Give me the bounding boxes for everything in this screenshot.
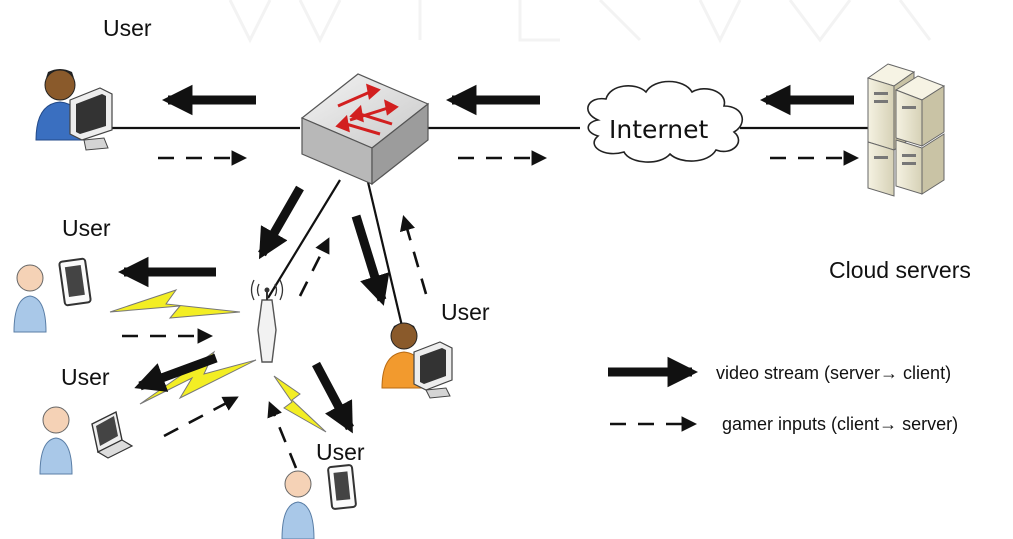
server-icon — [866, 63, 946, 197]
user-label-lower-left: User — [61, 364, 110, 390]
access-point-icon — [250, 279, 284, 363]
network-links — [108, 126, 870, 327]
computer-icon — [413, 341, 453, 399]
input-arrow-5 — [399, 215, 428, 295]
person-icon — [281, 470, 315, 539]
user-label-top-left: User — [103, 15, 152, 41]
tablet-icon — [58, 257, 92, 307]
internet-label: Internet — [609, 115, 708, 144]
watermark — [228, 0, 932, 44]
legend-video-stream-label: video stream (server→ client) — [716, 363, 951, 383]
input-arrow-4 — [298, 237, 330, 297]
video-stream-arrows — [117, 84, 854, 434]
cloud-icon — [587, 80, 744, 163]
legend-gamer-inputs-label: gamer inputs (client→ server) — [722, 414, 958, 434]
video-arrow-7 — [312, 361, 354, 434]
switch-icon — [300, 73, 430, 186]
user-label-center: User — [441, 299, 490, 325]
laptop-icon — [91, 410, 134, 459]
lightning-icon — [109, 289, 327, 433]
tablet-icon — [327, 464, 357, 510]
video-arrow-4 — [258, 185, 304, 260]
cloud-servers-label: Cloud servers — [829, 257, 971, 283]
link-switch-accesspoint — [267, 179, 341, 299]
user-label-bottom: User — [316, 439, 365, 465]
user-label-mid-left: User — [62, 215, 111, 241]
person-icon — [13, 264, 47, 333]
video-arrow-8 — [351, 214, 390, 306]
video-arrow-6 — [134, 353, 218, 392]
input-arrow-7 — [163, 396, 239, 438]
input-arrow-8 — [267, 401, 298, 469]
computer-icon — [69, 87, 113, 151]
gamer-input-arrows — [122, 150, 860, 469]
person-icon — [39, 406, 73, 475]
link-switch-user-center — [366, 181, 404, 327]
